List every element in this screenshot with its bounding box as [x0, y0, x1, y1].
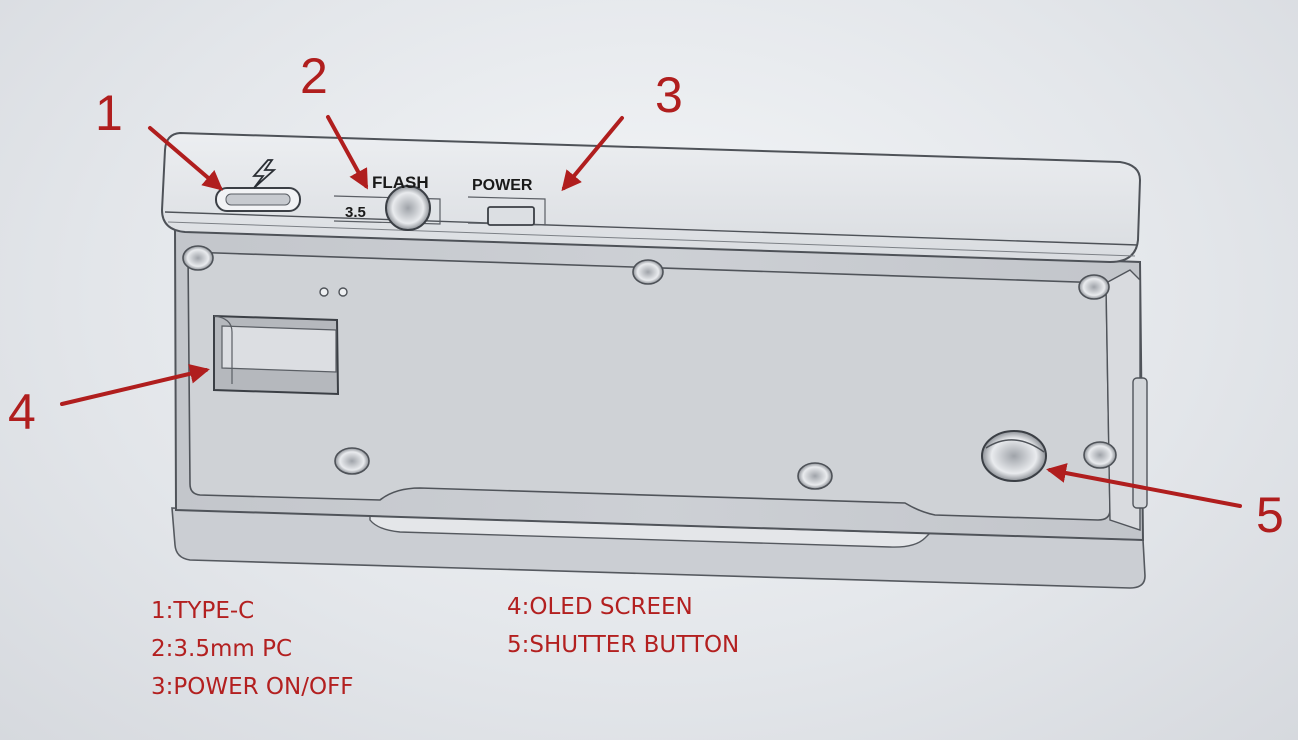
screw-holes: [182, 245, 1117, 490]
callout-number-4: 4: [8, 384, 36, 440]
screw-hole: [182, 245, 214, 271]
front-panel: [187, 251, 1111, 521]
type-c-port-inner: [225, 193, 291, 206]
jack-35mm-hole: [385, 185, 431, 231]
screw-hole: [1078, 274, 1110, 300]
top-face-edge: [164, 211, 1139, 246]
callout-number-1: 1: [95, 85, 123, 141]
legend-item-pc-jack: 2:3.5mm PC: [151, 636, 293, 662]
legend-item-shutter: 5:SHUTTER BUTTON: [507, 632, 740, 658]
power-switch: [487, 206, 535, 226]
screw-hole: [334, 447, 370, 475]
arrow-5: [1046, 463, 1242, 508]
callout-number-5: 5: [1256, 487, 1284, 543]
shutter-button-rim: [985, 439, 1045, 453]
oled-screen-inner: [221, 325, 337, 373]
screw-hole: [1083, 441, 1117, 469]
shutter-button: [981, 430, 1047, 482]
arrow-4: [60, 363, 210, 406]
callout-arrows: [60, 115, 1242, 508]
top-face-lip: [167, 221, 1136, 257]
lightning-bolt-icon: [252, 159, 277, 189]
oled-screen-bezel: [213, 315, 233, 384]
side-switch: [1132, 377, 1148, 509]
engraving-power: POWER: [472, 177, 533, 194]
legend-item-type-c: 1:TYPE-C: [151, 598, 255, 624]
callout-number-3: 3: [655, 67, 683, 123]
indicator-dot: [338, 287, 348, 297]
legend-item-power: 3:POWER ON/OFF: [151, 674, 354, 700]
arrow-2: [326, 115, 368, 190]
jack-recess: [333, 195, 441, 225]
arrow-1: [148, 126, 224, 191]
engraving-35: 3.5: [345, 204, 366, 221]
callout-number-2: 2: [300, 48, 328, 104]
indicator-dot: [319, 287, 329, 297]
screw-hole: [632, 259, 664, 285]
arrow-3: [561, 116, 624, 192]
screw-hole: [797, 462, 833, 490]
legend-item-oled: 4:OLED SCREEN: [507, 594, 693, 620]
legend-right: 4:OLED SCREEN 5:SHUTTER BUTTON: [507, 588, 739, 664]
legend-left: 1:TYPE-C 2:3.5mm PC 3:POWER ON/OFF: [151, 592, 354, 706]
engraving-flash: FLASH: [372, 173, 429, 192]
